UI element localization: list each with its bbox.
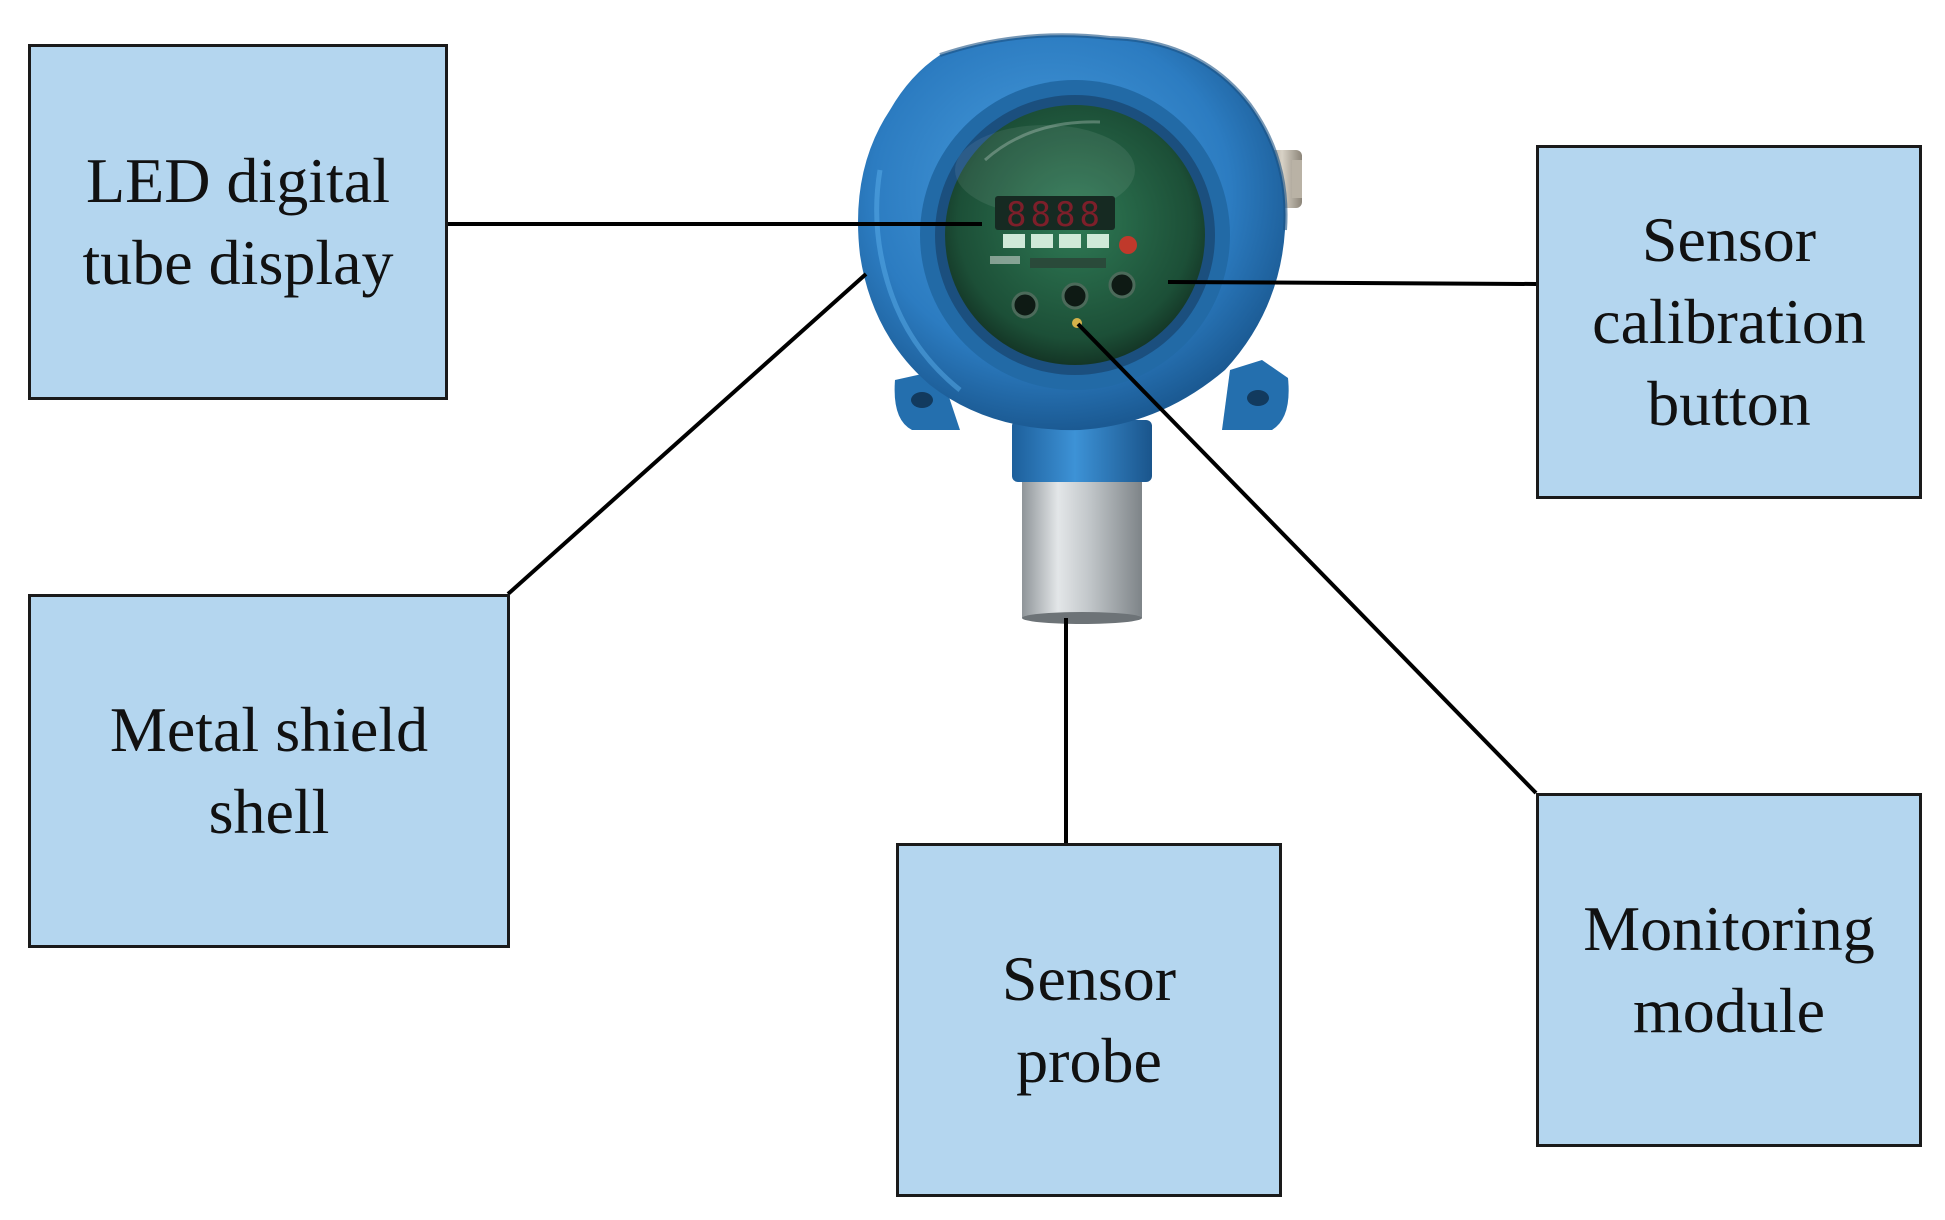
label-metal-shield-shell: Metal shield shell [28,594,510,948]
housing-collar [1012,420,1152,482]
leader-lines [448,222,1538,843]
label-monitoring-text: Monitoring module [1583,893,1875,1046]
label-probe-text: Sensor probe [1001,943,1177,1096]
alarm-indicator-light [1119,236,1137,254]
monitoring-module-board [945,105,1205,365]
label-calibration-text: Sensor calibration button [1592,204,1866,439]
label-shell-text: Metal shield shell [109,694,429,847]
leader-line-calibration [1167,280,1537,286]
label-led-text: LED digital tube display [82,145,394,298]
label-monitoring-module: Monitoring module [1536,793,1922,1147]
leader-line-monitoring [1076,322,1538,795]
label-sensor-calibration-button: Sensor calibration button [1536,145,1922,499]
calibration-buttons [1011,271,1136,328]
leader-line-shell [506,272,868,596]
sensor-probe-cylinder [1022,480,1142,624]
gas-detector-device: 8888 [858,33,1302,624]
label-sensor-probe: Sensor probe [896,843,1282,1197]
label-led-digital-tube-display: LED digital tube display [28,44,448,400]
mounting-lugs [894,360,1289,430]
led-digital-display: 8888 [990,195,1115,268]
led-display-digits: 8888 [1006,195,1104,235]
